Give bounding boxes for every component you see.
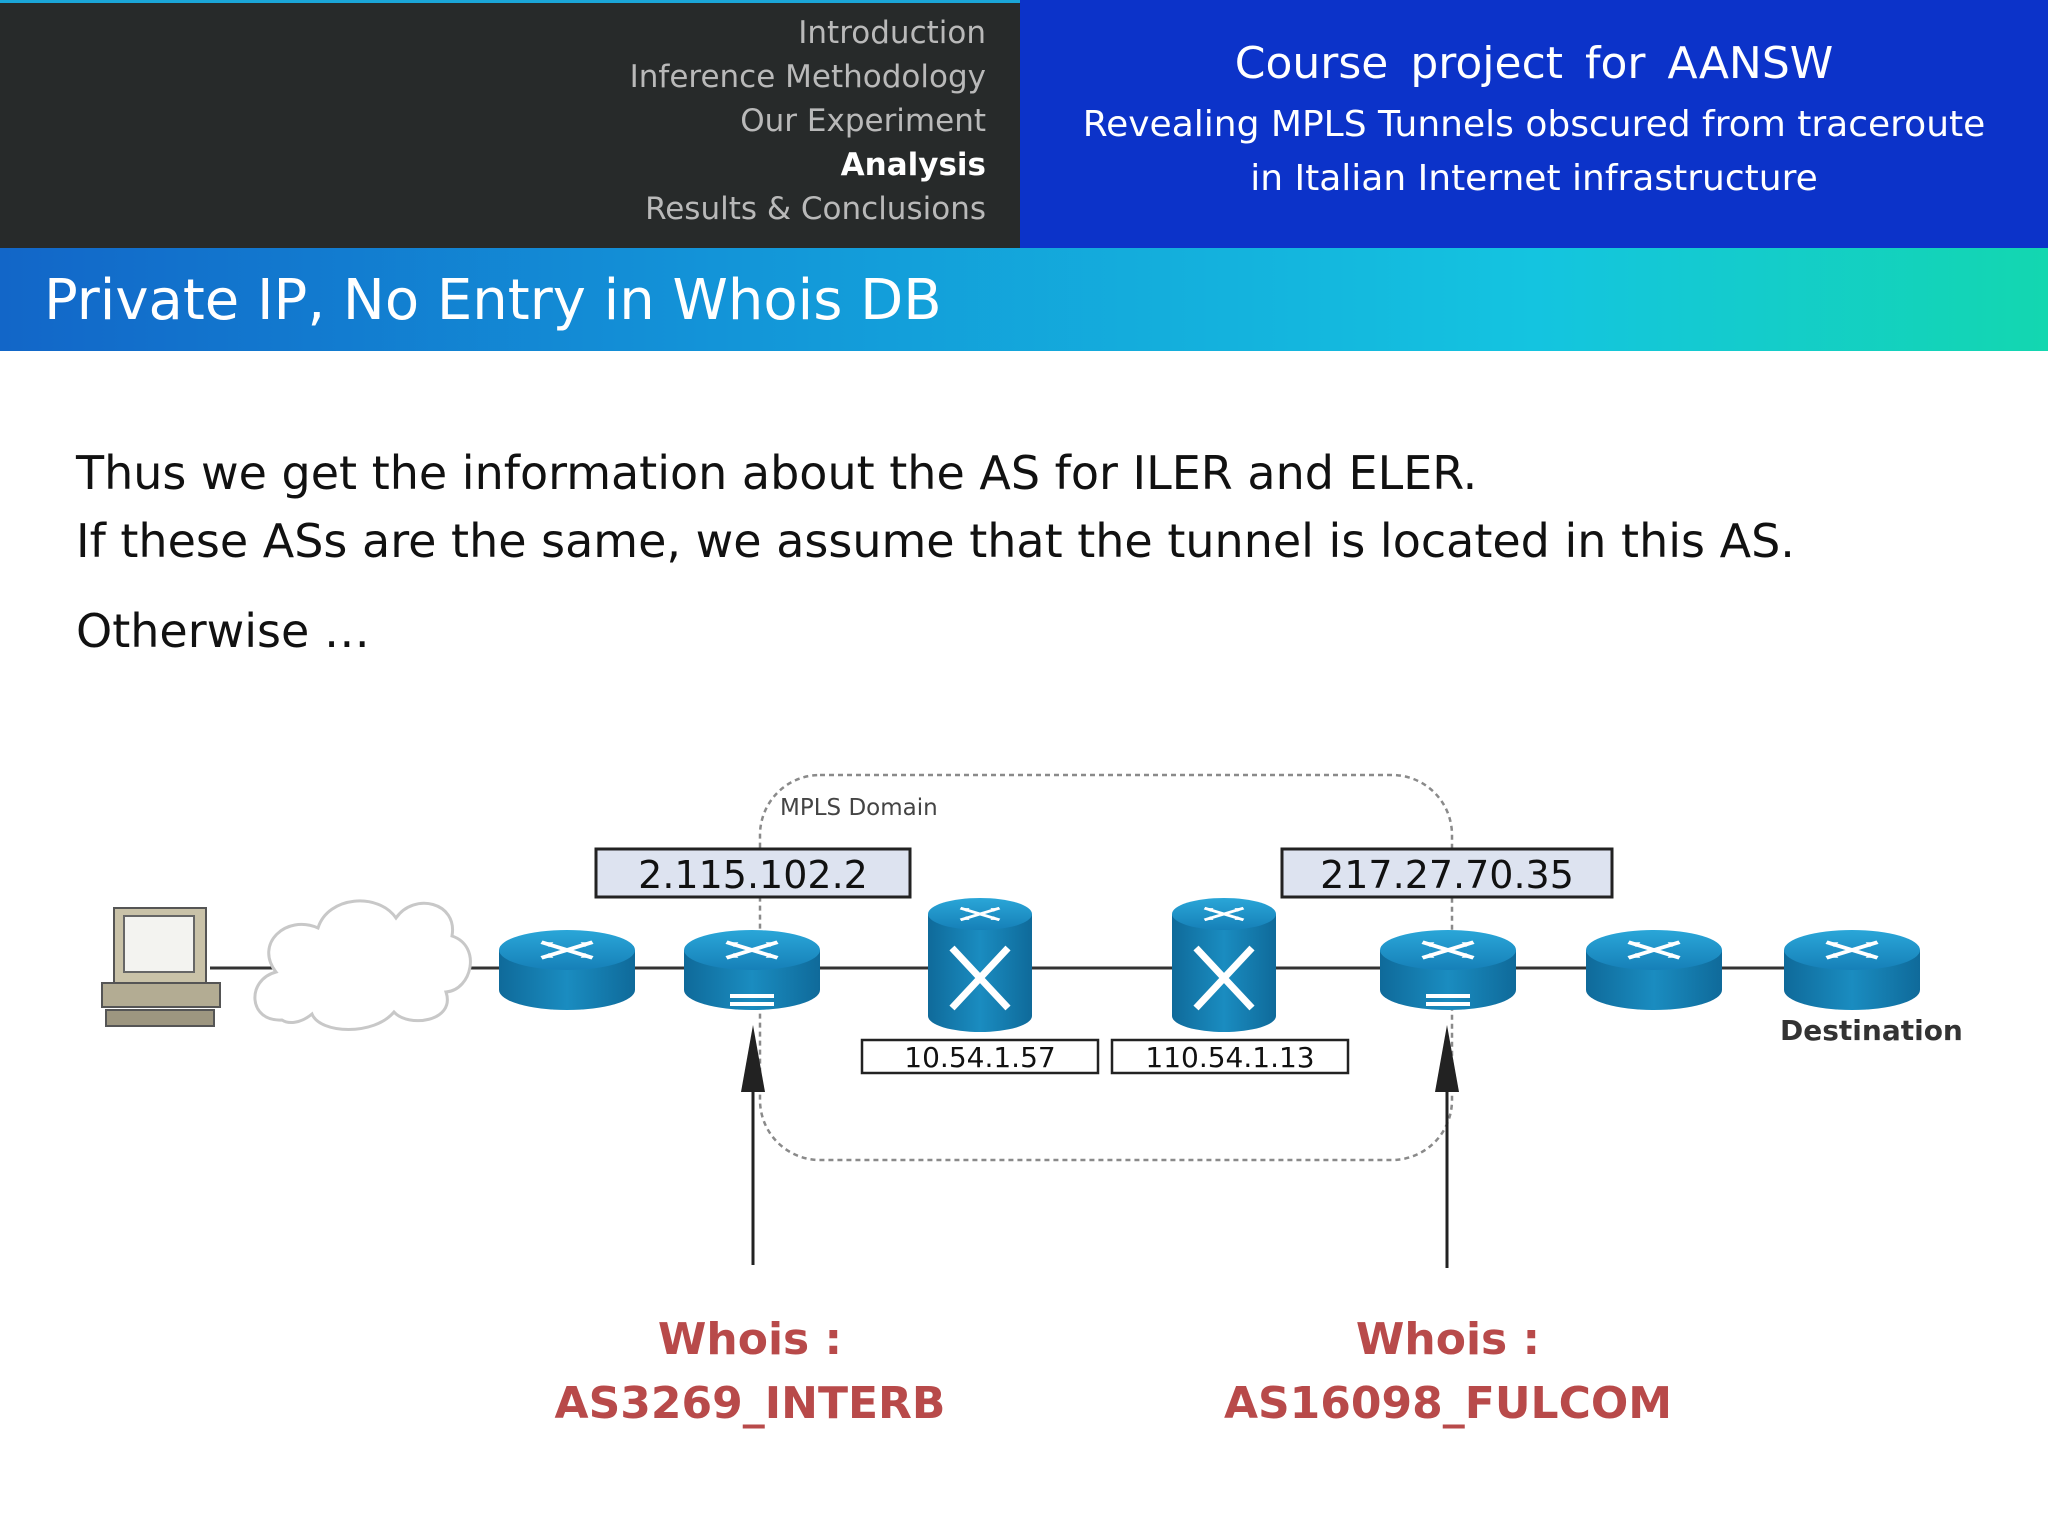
router-icon [499,930,635,1010]
slide-title-bar: Private IP, No Entry in Whois DB [0,248,2048,351]
course-subtitle-line1: Revealing MPLS Tunnels obscured from tra… [1082,104,1986,145]
nav-item-introduction[interactable]: Introduction [798,15,986,51]
internet-cloud-icon [253,899,472,1031]
eler-router-icon [1380,930,1516,1010]
body-text-line3: Otherwise … [76,604,370,658]
lsr1-ip-label: 10.54.1.57 [904,1041,1055,1074]
eler-ip-box [1280,847,1614,899]
course-subtitle-line2: in Italian Internet infrastructure [1250,158,1818,199]
arrow-up-icon [1435,1025,1459,1268]
section-nav: Introduction Inference Methodology Our E… [0,0,1020,248]
mpls-domain-label: MPLS Domain [780,795,938,821]
whois-right-as: AS16098_FULCOM [1223,1378,1673,1429]
body-text-line1: Thus we get the information about the AS… [76,446,1478,500]
router-icon [1586,930,1722,1010]
nav-item-our-experiment[interactable]: Our Experiment [740,103,986,139]
arrow-up-icon [741,1025,765,1265]
nav-item-inference-methodology[interactable]: Inference Methodology [629,59,986,95]
whois-right-title: Whois : [1355,1314,1541,1365]
slide-title: Private IP, No Entry in Whois DB [44,268,942,333]
eler-ip-label: 217.27.70.35 [1320,853,1574,897]
nav-item-results-conclusions[interactable]: Results & Conclusions [645,191,986,227]
nav-item-analysis[interactable]: Analysis [840,147,986,183]
iler-router-icon [684,930,820,1010]
destination-router-icon [1784,930,1920,1010]
lsr2-ip-label: 110.54.1.13 [1145,1041,1314,1074]
computer-icon [101,907,221,1027]
destination-label: Destination [1780,1014,1963,1047]
lsr-switch-icon [928,898,1032,1032]
iler-ip-box [594,847,912,899]
whois-left-as: AS3269_INTERB [554,1378,946,1429]
body-text-line2: If these ASs are the same, we assume tha… [76,514,1795,568]
course-header: Course project for AANSW Revealing MPLS … [1020,0,2048,248]
lsr-switch-icon [1172,898,1276,1032]
iler-ip-label: 2.115.102.2 [638,853,868,897]
course-title: Course project for AANSW [1234,38,1834,89]
lsr2-ip-box [1110,1038,1350,1075]
lsr1-ip-box [860,1038,1100,1075]
whois-left-title: Whois : [657,1314,843,1365]
